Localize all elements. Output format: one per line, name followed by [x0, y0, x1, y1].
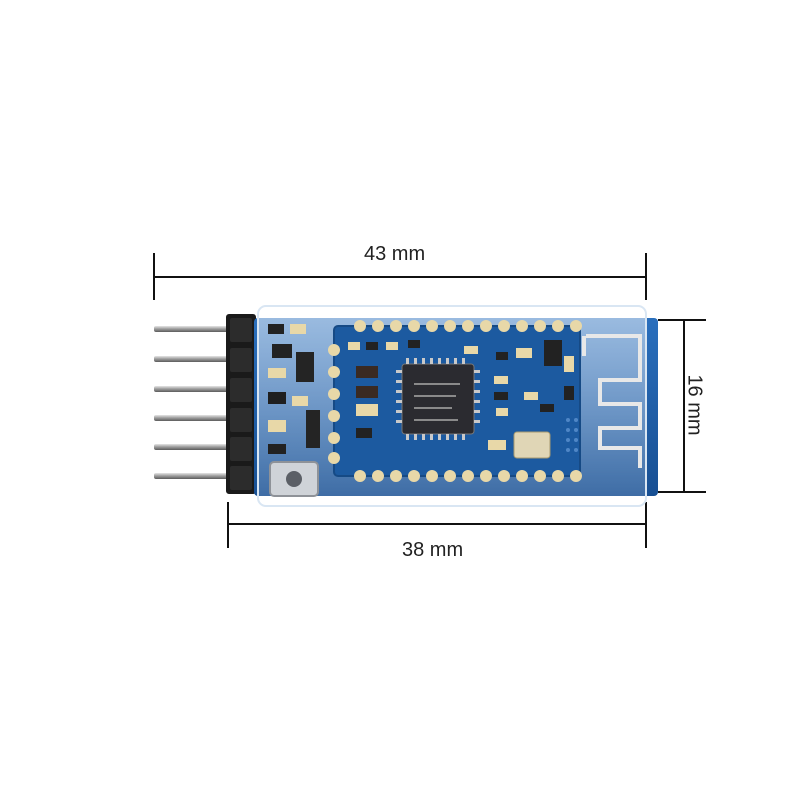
- dimension-label-overall-length: 43 mm: [364, 243, 426, 265]
- dimension-label-board-width: 16 mm: [683, 374, 706, 436]
- via-dots: [566, 418, 578, 452]
- side-pads: [328, 344, 340, 464]
- dimension-bottom: [227, 502, 647, 548]
- reset-button: [269, 461, 319, 497]
- bottom-pads: [354, 470, 582, 482]
- regulator-components: [268, 324, 320, 454]
- header-pin: [154, 326, 236, 332]
- header-pin: [154, 444, 236, 450]
- header-pin: [154, 415, 236, 421]
- crystal: [513, 431, 551, 459]
- module-passives: [348, 340, 574, 450]
- header-pin: [154, 386, 236, 392]
- dimension-top: [153, 253, 647, 300]
- pcb-antenna: [582, 334, 642, 468]
- dimension-label-board-length: 38 mm: [402, 539, 464, 561]
- header-pin: [154, 356, 236, 362]
- ble-chip: [396, 358, 480, 440]
- header-pins: [154, 326, 236, 479]
- dimension-right: [658, 319, 706, 493]
- top-pads: [354, 320, 582, 332]
- pin-header-housing: [226, 314, 256, 494]
- header-pin: [154, 473, 236, 479]
